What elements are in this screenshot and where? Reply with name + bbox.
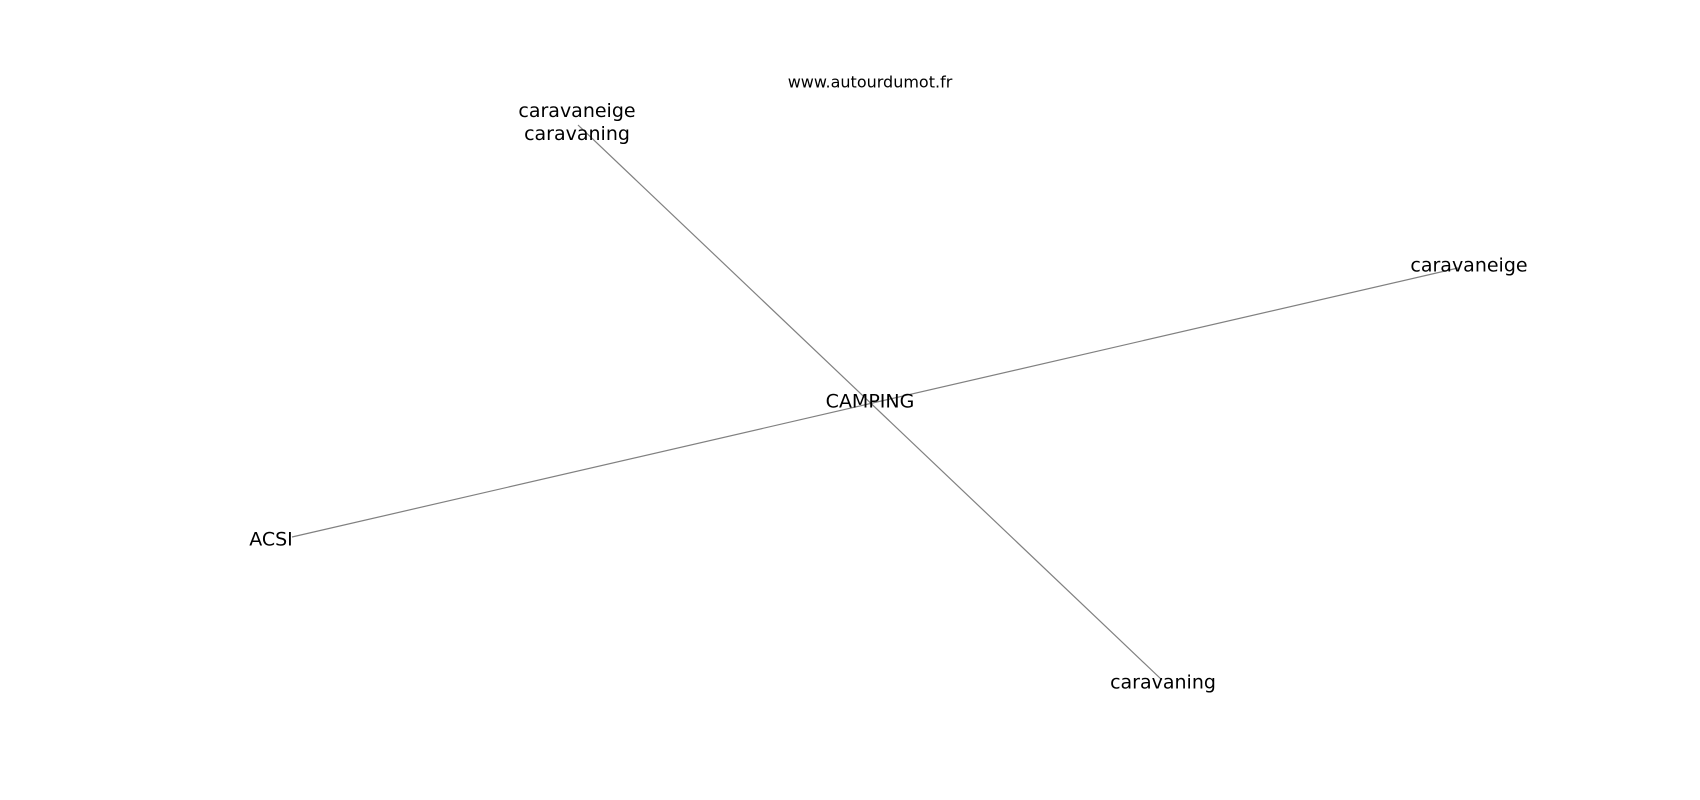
node-caravaneige-caravaning: caravaneige caravaning bbox=[518, 100, 635, 146]
edge-acsi-to-caravaneige bbox=[291, 267, 1459, 538]
node-label-line2: caravaning bbox=[524, 123, 630, 145]
node-camping: CAMPING bbox=[825, 390, 915, 413]
watermark-text: www.autourdumot.fr bbox=[787, 72, 953, 92]
node-caravaning: caravaning bbox=[1110, 671, 1216, 694]
node-label-line1: caravaneige bbox=[518, 100, 636, 122]
node-caravaneige: caravaneige bbox=[1410, 254, 1528, 277]
node-acsi: ACSI bbox=[249, 528, 293, 551]
edge-caravaneige-caravaning-to-caravaning bbox=[577, 124, 1163, 681]
